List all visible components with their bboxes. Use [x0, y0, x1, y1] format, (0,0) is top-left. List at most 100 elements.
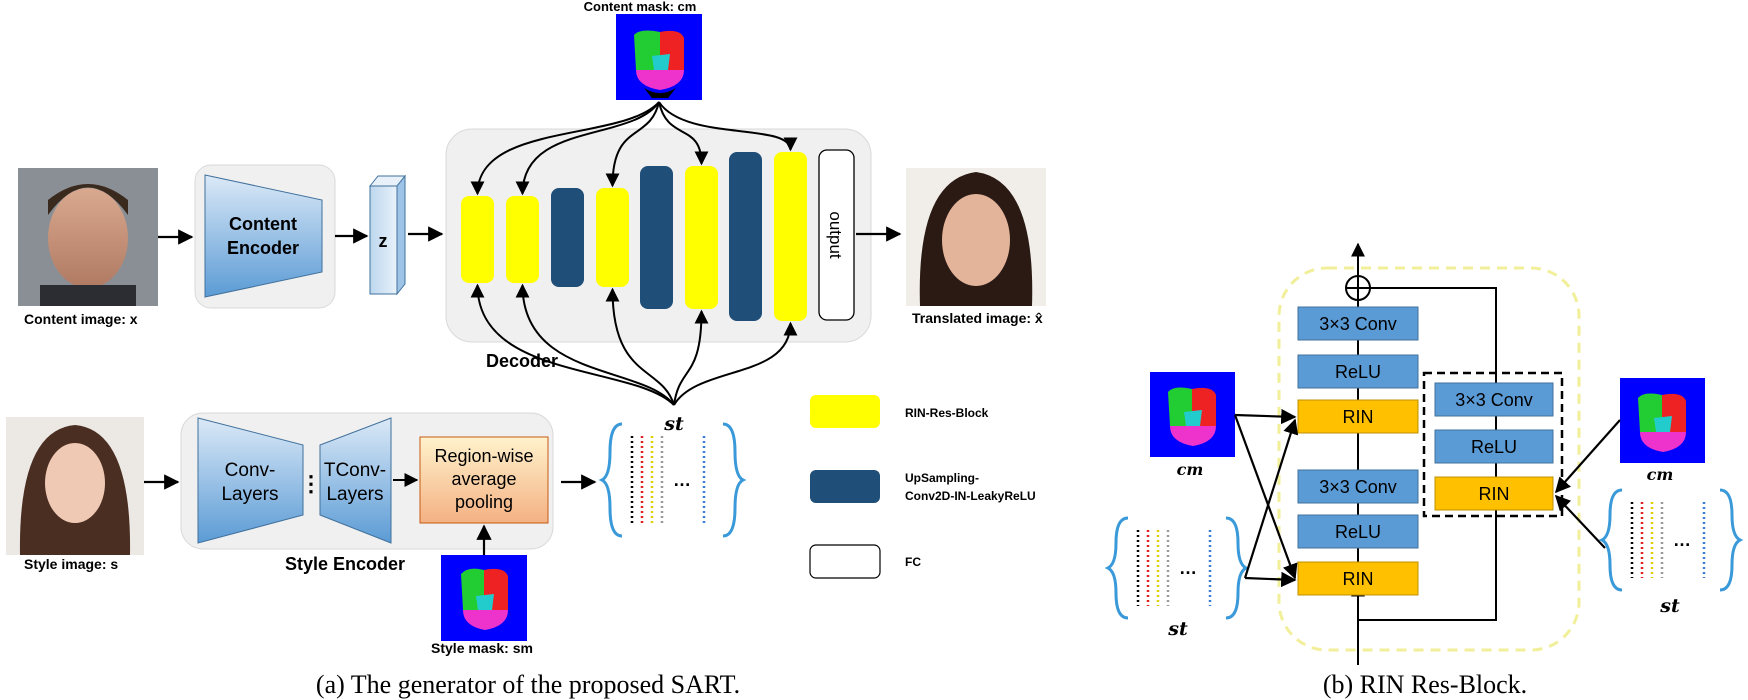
mask-curve-4 — [658, 101, 709, 166]
style-encoder-label: Style Encoder — [285, 554, 405, 574]
mask-curve-2 — [515, 101, 660, 196]
content-mask-connections — [470, 101, 798, 196]
legend-rin-label: RIN-Res-Block — [905, 406, 989, 420]
st-curve-1 — [470, 283, 675, 406]
conv-box-1-label: 3×3 Conv — [1319, 314, 1397, 334]
panel-b: 3×3 Conv ReLU RIN 3×3 Conv ReLU RIN 3×3 … — [1104, 242, 1744, 699]
rin-block-3 — [596, 188, 629, 287]
region-pooling-box — [419, 436, 549, 524]
code-a-ellipsis: … — [673, 470, 691, 490]
legend-upsampling-label-2: Conv2D-IN-LeakyReLU — [905, 489, 1036, 503]
relu-box-1 — [1297, 354, 1419, 389]
st-curve-5 — [673, 321, 798, 406]
rin-block-5 — [774, 152, 807, 321]
conv-layers-trapezoid — [197, 417, 304, 544]
relu-box-3 — [1434, 429, 1554, 464]
left-input-arrows — [1233, 408, 1299, 588]
rin-block-2 — [506, 196, 539, 283]
code-b-right-brace-left — [1598, 488, 1623, 592]
rin-box-2 — [1297, 561, 1419, 596]
decoder-label: Decoder — [486, 351, 558, 371]
st-curve-4 — [673, 309, 709, 406]
cm-label-left: cm — [1177, 460, 1204, 479]
legend-swatch-upsampling — [810, 470, 880, 503]
rin-block-4 — [685, 166, 718, 309]
style-image — [6, 417, 144, 555]
relu-box-1-label: ReLU — [1335, 362, 1381, 382]
shortcut-group-box — [1422, 371, 1564, 518]
code-b-left-brace-left — [1104, 516, 1129, 620]
code-a-brace-left — [598, 422, 623, 538]
rin-box-3-label: RIN — [1479, 484, 1510, 504]
legend-swatch-rin — [810, 395, 880, 428]
relu-box-3-label: ReLU — [1471, 437, 1517, 457]
legend: RIN-Res-Block UpSampling- Conv2D-IN-Leak… — [809, 395, 1036, 579]
caption-a: (a) The generator of the proposed SART. — [316, 670, 740, 699]
legend-fc-label: FC — [905, 555, 921, 569]
style-image-label: Style image: s — [24, 556, 118, 572]
cm-label-right: cm — [1647, 465, 1674, 484]
style-mask-image — [441, 555, 527, 641]
tconv-layers-trapezoid — [319, 417, 392, 544]
rin-box-1-label: RIN — [1343, 407, 1374, 427]
content-image-label: Content image: x — [24, 311, 138, 327]
code-b-left-ellipsis: … — [1179, 558, 1197, 578]
rin-box-3 — [1434, 476, 1554, 511]
upsampling-block-1 — [551, 188, 584, 287]
rin-block-1 — [461, 196, 494, 283]
rin-box-1 — [1297, 399, 1419, 434]
caption-b: (b) RIN Res-Block. — [1323, 670, 1527, 699]
mask-curve-1 — [470, 101, 660, 196]
style-code-vectors-b-left: … — [1104, 516, 1250, 620]
mask-curve-3 — [605, 101, 660, 188]
decoder-blocks — [461, 152, 807, 321]
right-input-arrows — [1554, 419, 1621, 549]
latent-z — [368, 174, 407, 296]
style-code-connections — [470, 283, 798, 406]
legend-upsampling-label-1: UpSampling- — [905, 471, 979, 485]
conv-layers-label: Conv-Layers — [221, 460, 278, 505]
cm-mask-left — [1150, 372, 1235, 457]
res-block-boundary — [1277, 266, 1581, 652]
style-code-vectors-b-right: … — [1598, 488, 1744, 592]
decoder-output-fc — [818, 149, 855, 321]
style-code-vectors-a: … — [598, 422, 747, 538]
conv-box-3-label: 3×3 Conv — [1455, 390, 1533, 410]
conv-box-2-label: 3×3 Conv — [1319, 477, 1397, 497]
code-b-right-ellipsis: … — [1673, 530, 1691, 550]
relu-box-2 — [1297, 514, 1419, 549]
output-label: output — [826, 211, 845, 259]
ellipsis-vertical: ⋮ — [300, 471, 322, 496]
code-b-right-brace-right — [1719, 488, 1744, 592]
st-label-b-right: st — [1659, 595, 1680, 617]
translated-image — [906, 168, 1046, 306]
conv-box-2 — [1297, 469, 1419, 504]
relu-box-2-label: ReLU — [1335, 522, 1381, 542]
code-b-left-brace-right — [1225, 516, 1250, 620]
content-encoder-trapezoid — [204, 174, 323, 298]
cm-mask-right — [1620, 378, 1705, 463]
conv-box-3 — [1434, 382, 1554, 417]
st-label-b-left: st — [1167, 618, 1188, 640]
main-column: 3×3 Conv ReLU RIN 3×3 Conv ReLU RIN — [1297, 306, 1419, 596]
mask-curve-5 — [658, 101, 798, 152]
tconv-layers-label: TConv-Layers — [324, 460, 386, 505]
content-mask-label: Content mask: cm — [584, 0, 697, 14]
latent-z-label: z — [379, 231, 388, 251]
legend-swatch-fc — [809, 544, 881, 579]
conv-box-1 — [1297, 306, 1419, 341]
upsampling-block-2 — [640, 166, 673, 309]
content-image — [18, 168, 158, 306]
translated-image-label: Translated image: x̂ — [912, 310, 1043, 326]
st-curve-3 — [605, 287, 675, 406]
style-code-label-a: st — [663, 413, 684, 435]
style-mask-label: Style mask: sm — [431, 640, 533, 656]
upsampling-block-3 — [729, 152, 762, 321]
st-curve-2 — [515, 283, 675, 406]
code-a-brace-right — [722, 422, 747, 538]
shortcut-column: 3×3 Conv ReLU RIN — [1434, 382, 1554, 511]
